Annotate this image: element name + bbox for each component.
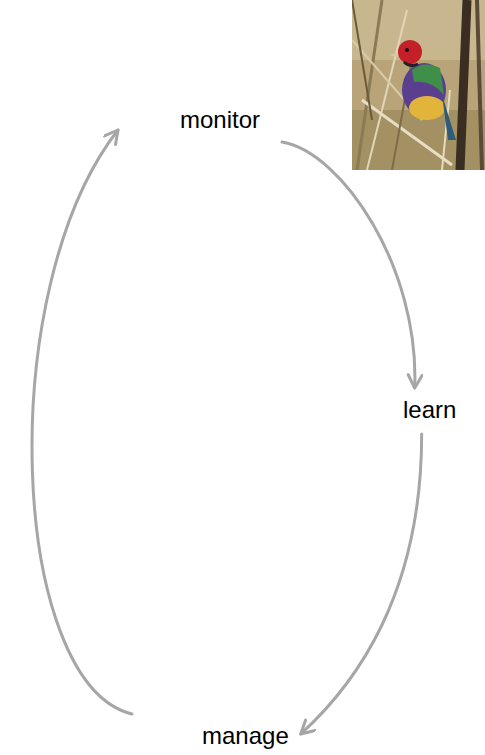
step-label: monitor bbox=[180, 106, 260, 134]
cycle-step: manage bbox=[198, 720, 293, 752]
cycle-step: monitor bbox=[176, 104, 264, 136]
cycle-step: learn bbox=[399, 394, 460, 426]
step-label: manage bbox=[202, 722, 289, 750]
step-label: learn bbox=[403, 396, 456, 424]
bird-photo bbox=[352, 0, 485, 170]
cycle-arrow bbox=[282, 142, 415, 388]
cycle-arrow bbox=[301, 434, 422, 734]
cycle-arrow bbox=[32, 130, 132, 714]
